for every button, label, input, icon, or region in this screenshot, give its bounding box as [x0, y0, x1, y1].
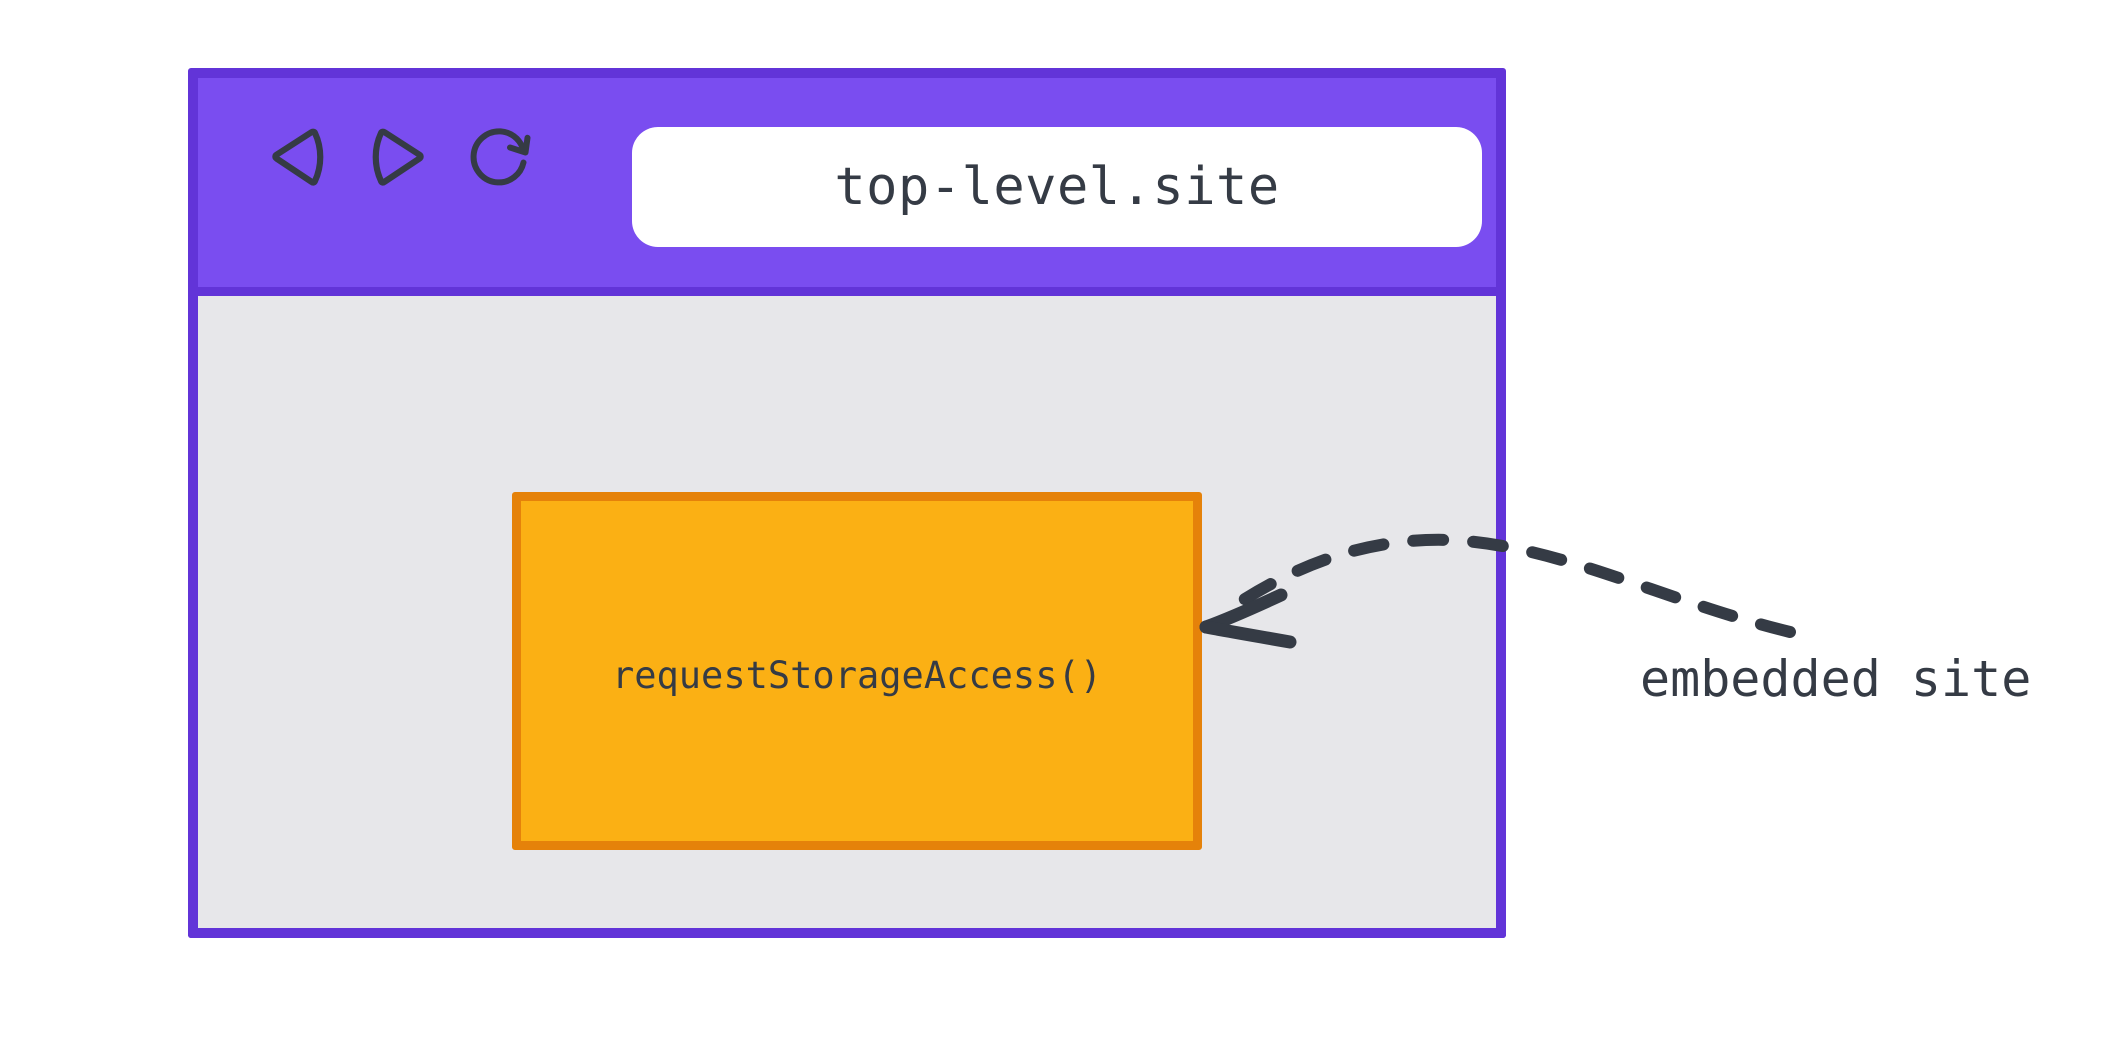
- reload-icon[interactable]: [464, 120, 538, 194]
- forward-icon[interactable]: [362, 120, 436, 194]
- embedded-frame[interactable]: requestStorageAccess(): [512, 492, 1202, 850]
- address-bar[interactable]: top-level.site: [632, 127, 1482, 247]
- back-icon[interactable]: [260, 120, 334, 194]
- annotation-label: embedded site: [1640, 650, 2032, 708]
- browser-chrome-bar: top-level.site: [188, 68, 1506, 296]
- navigation-buttons: [260, 120, 538, 194]
- embedded-frame-label: requestStorageAccess(): [611, 653, 1103, 697]
- address-bar-value: top-level.site: [834, 157, 1280, 217]
